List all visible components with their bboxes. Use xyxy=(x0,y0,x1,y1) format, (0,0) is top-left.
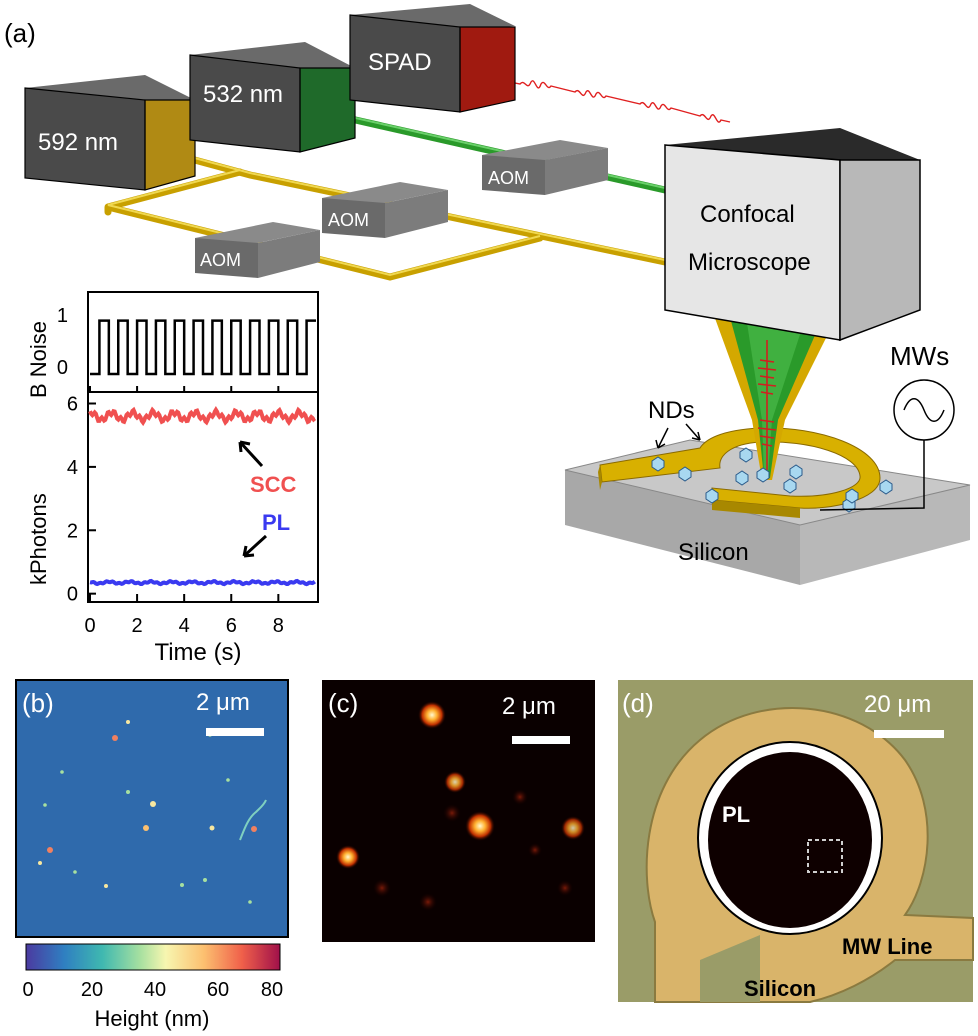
pl-series-line xyxy=(89,578,316,587)
photons-xtick-label: 2 xyxy=(132,615,143,637)
colorbar-label: Height (nm) xyxy=(95,1006,210,1031)
noise-ytick-1: 1 xyxy=(57,305,68,327)
panel-b-label: (b) xyxy=(22,688,54,718)
noise-plot: 1 0 B Noise xyxy=(26,291,319,398)
pl-spots xyxy=(336,701,585,911)
pl-label: PL xyxy=(722,802,750,827)
panel-a-label: (a) xyxy=(4,18,36,48)
pl-scan-inset xyxy=(708,752,872,928)
scc-arrow xyxy=(238,440,264,468)
photons-ytick-label: 4 xyxy=(67,457,78,479)
panel-c-scalebar xyxy=(512,736,570,744)
spad-label: SPAD xyxy=(368,49,432,76)
laser-532-box: 532 nm xyxy=(189,42,356,153)
colorbar-tick: 80 xyxy=(261,979,283,1001)
silicon-label: Silicon xyxy=(678,539,749,566)
colorbar-tick: 20 xyxy=(81,979,103,1001)
panel-c-label: (c) xyxy=(328,688,358,718)
colorbar-tick: 40 xyxy=(144,979,166,1001)
scc-series-line xyxy=(88,406,317,427)
panel-c-scalebar-label: 2 μm xyxy=(502,693,556,720)
panel-b-scalebar xyxy=(206,728,264,736)
photons-xtick-label: 0 xyxy=(84,615,95,637)
microscope-line-1: Confocal xyxy=(700,201,795,228)
mw-source: MWs xyxy=(819,341,955,511)
panel-d-scalebar-label: 20 μm xyxy=(864,691,931,718)
spad-box: SPAD xyxy=(349,4,516,113)
aom-label-3: AOM xyxy=(200,250,241,270)
noise-ytick-0: 0 xyxy=(57,357,68,379)
nds-label: NDs xyxy=(648,397,695,424)
aom-box-2: AOM xyxy=(322,182,448,238)
panel-d-scalebar xyxy=(874,730,944,738)
focus-cone xyxy=(712,310,840,480)
mw-wire xyxy=(819,440,925,511)
colorbar-ticks: 0 20 40 60 80 xyxy=(22,979,283,1001)
nanodiamonds xyxy=(651,447,893,513)
noise-square-wave xyxy=(90,319,316,376)
sine-icon xyxy=(903,398,945,422)
colorbar-tick: 60 xyxy=(207,979,229,1001)
panel-a: (a) 592 nm xyxy=(4,4,971,585)
aom-box-3: AOM xyxy=(195,222,320,278)
panel-d: (d) 20 μm PL MW Line Silicon xyxy=(618,680,974,1003)
spad-wave xyxy=(499,79,731,123)
microscope-line-2: Microscope xyxy=(688,249,811,276)
mws-label: MWs xyxy=(890,341,949,371)
photons-ytick-label: 2 xyxy=(67,520,78,542)
colorbar-tick: 0 xyxy=(22,979,33,1001)
photons-xtick-label: 8 xyxy=(273,615,284,637)
panel-b-scalebar-label: 2 μm xyxy=(196,689,250,716)
panel-c: (c) 2 μm xyxy=(322,680,595,942)
aom-label-1: AOM xyxy=(488,168,529,188)
scc-legend-label: SCC xyxy=(250,472,297,497)
panel-b: (b) 2 μm 0 20 40 60 80 Height (nm) xyxy=(15,679,289,1031)
noise-ylabel: B Noise xyxy=(26,321,51,398)
colorbar xyxy=(25,943,281,971)
laser-592-box: 592 nm xyxy=(24,75,196,191)
aom-box-1: AOM xyxy=(482,140,608,195)
panel-d-label: (d) xyxy=(622,688,654,718)
photons-ytick-label: 6 xyxy=(67,394,78,416)
nds-arrows xyxy=(655,423,701,449)
photons-xlabel: Time (s) xyxy=(154,639,241,666)
pl-arrow xyxy=(242,534,268,558)
zoom-box xyxy=(807,839,843,873)
aom-label-2: AOM xyxy=(328,210,369,230)
photons-xtick-label: 4 xyxy=(179,615,190,637)
silicon-region-label: Silicon xyxy=(744,976,816,1001)
mw-line-label: MW Line xyxy=(842,934,932,959)
photons-ylabel: kPhotons xyxy=(26,493,51,585)
photons-xtick-label: 6 xyxy=(226,615,237,637)
photons-plot: 0 2 4 6 8 0 2 4 6 Time (s) kPhotons SCC PL xyxy=(26,386,319,666)
laser-532-label: 532 nm xyxy=(203,81,283,108)
photons-plot-frame xyxy=(87,391,319,603)
pl-legend-label: PL xyxy=(262,510,290,535)
laser-592-label: 592 nm xyxy=(38,129,118,156)
photons-ytick-label: 0 xyxy=(67,584,78,606)
confocal-microscope-box: Confocal Microscope xyxy=(664,128,921,342)
cone-red-wave xyxy=(757,340,777,470)
photons-axis-ticks: 0 2 4 6 8 0 2 4 6 xyxy=(67,386,284,637)
afm-image xyxy=(15,679,289,938)
